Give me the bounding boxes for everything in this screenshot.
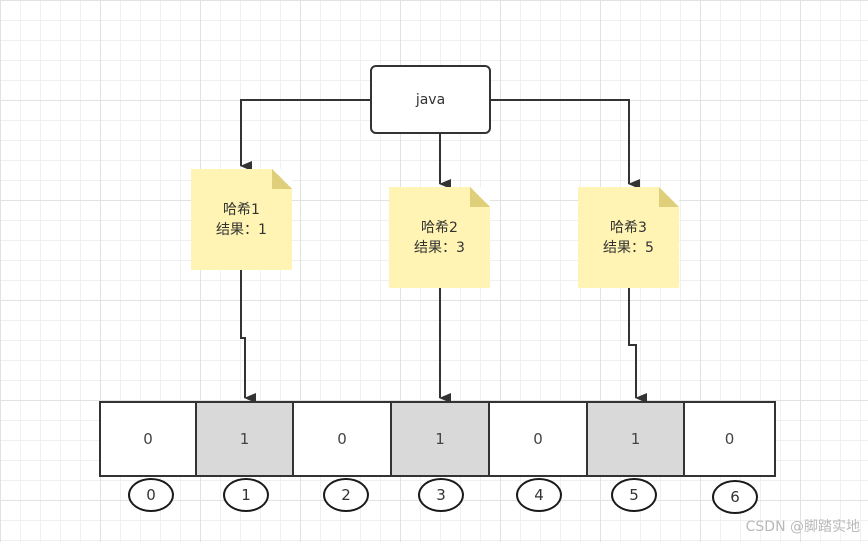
bit-cell-4: 0 bbox=[488, 401, 588, 477]
arrow-java-to-hash-3 bbox=[491, 99, 640, 189]
index-label-3: 3 bbox=[418, 478, 464, 512]
bit-cell-1: 1 bbox=[195, 401, 294, 477]
index-label-0: 0 bbox=[128, 478, 174, 512]
hash-note-3: 哈希3 结果：5 bbox=[578, 187, 679, 288]
bit-cell-6: 0 bbox=[683, 401, 776, 477]
java-source-label: java bbox=[415, 91, 446, 108]
hash-note-3-result: 结果：5 bbox=[603, 239, 654, 256]
watermark: CSDN @脚踏实地 bbox=[745, 519, 860, 535]
bit-cell-2: 0 bbox=[292, 401, 392, 477]
java-source-box: java bbox=[370, 65, 491, 134]
hash-note-1-result: 结果：1 bbox=[216, 221, 267, 238]
bit-cell-0: 0 bbox=[99, 401, 197, 477]
index-label-5: 5 bbox=[611, 478, 657, 512]
arrow-hash-3-to-cell-5 bbox=[628, 288, 647, 403]
bit-cell-5: 1 bbox=[586, 401, 685, 477]
hash-note-1: 哈希1 结果：1 bbox=[191, 169, 292, 270]
index-label-1: 1 bbox=[223, 478, 269, 512]
hash-note-3-title: 哈希3 bbox=[610, 219, 647, 236]
bit-cell-3: 1 bbox=[390, 401, 490, 477]
hash-note-2-title: 哈希2 bbox=[421, 219, 458, 236]
hash-note-2: 哈希2 结果：3 bbox=[389, 187, 490, 288]
hash-note-1-title: 哈希1 bbox=[223, 201, 260, 218]
index-label-2: 2 bbox=[323, 478, 369, 512]
arrow-hash-1-to-cell-1 bbox=[240, 270, 256, 403]
arrow-java-to-hash-1 bbox=[240, 99, 370, 171]
hash-note-2-result: 结果：3 bbox=[414, 239, 465, 256]
index-label-4: 4 bbox=[516, 478, 562, 512]
index-label-6: 6 bbox=[712, 480, 758, 514]
